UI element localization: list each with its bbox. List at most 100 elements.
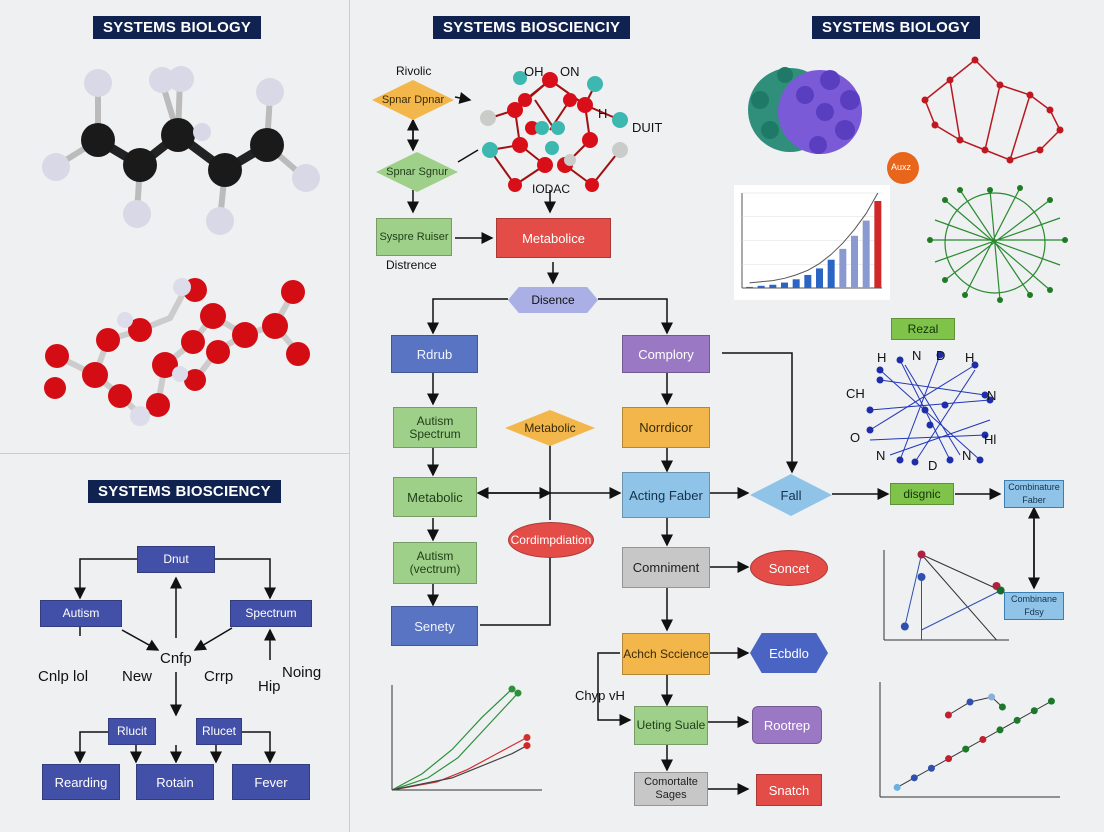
vertical-divider	[349, 0, 350, 832]
tree-leaf-rearding[interactable]: Rearding	[42, 764, 120, 800]
series-line	[391, 745, 528, 791]
tree-node-spectrum[interactable]: Spectrum	[230, 600, 312, 627]
label-rivolic: Rivolic	[396, 64, 432, 78]
page-title-bottom-left: SYSTEMS BIOSCIENCY	[88, 480, 281, 503]
bar	[839, 248, 847, 288]
tree-label-cnfp: Cnfp	[160, 650, 192, 667]
mol-label-n3: N	[876, 448, 886, 463]
tree-label-new: New	[122, 668, 153, 685]
trend-point	[979, 736, 987, 743]
molecule-carbon-chain-icon	[42, 66, 320, 235]
box-rezal[interactable]: Rezal	[891, 318, 955, 340]
trend-line	[749, 192, 879, 284]
box-autism-vectrum[interactable]: Autism (vectrum)	[393, 542, 477, 584]
mol-label-n1: N	[912, 348, 922, 363]
mol-label-h1: H	[877, 350, 887, 365]
box-combinane-fdsy[interactable]: Combinane Fdsy	[1004, 592, 1064, 620]
ellipse-soncet[interactable]: Soncet	[750, 550, 828, 586]
box-complory[interactable]: Complory	[622, 335, 710, 373]
mol-label-n2: N	[987, 388, 997, 403]
box-combinature-faber[interactable]: Combinature Faber	[1004, 480, 1064, 508]
series-point	[523, 742, 531, 750]
box-acting-faber[interactable]: Acting Faber	[622, 472, 710, 518]
label-aux: Auxz	[891, 162, 912, 172]
series-point	[523, 734, 531, 741]
connector	[904, 554, 922, 627]
trend-point	[996, 726, 1004, 734]
blue-network-icon	[869, 354, 991, 463]
page-title-center: SYSTEMS BIOSCIENCIY	[433, 16, 631, 39]
bar	[816, 268, 823, 288]
protein-structure-icon	[748, 67, 862, 154]
bar	[757, 285, 765, 288]
horizontal-divider	[0, 453, 349, 454]
series-point	[514, 689, 522, 697]
mol-label-h2: H	[965, 350, 975, 365]
mol-label-n4: N	[962, 448, 972, 463]
bar	[746, 286, 753, 288]
scatter-point	[917, 573, 926, 581]
hexagon-disence[interactable]: Disence	[508, 287, 598, 313]
tree-root-node[interactable]: Dnut	[137, 546, 215, 573]
mol-label-ch: CH	[846, 386, 865, 401]
box-ueting-suale[interactable]: Ueting Suale	[634, 706, 708, 745]
tree-node-autism[interactable]: Autism	[40, 600, 122, 627]
scatter-chart	[883, 550, 1009, 641]
aux-marker-icon	[887, 152, 919, 184]
bar	[851, 235, 858, 288]
trend-point	[927, 764, 935, 772]
bar	[862, 220, 870, 288]
box-syspre-ruiser[interactable]: Syspre Ruiser	[376, 218, 452, 256]
box-metabolic[interactable]: Metabolic	[393, 477, 477, 517]
box-achch-sccience[interactable]: Achch Sccience	[622, 633, 710, 675]
label-distrence: Distrence	[386, 258, 437, 272]
bar	[781, 282, 788, 288]
box-autism-spectrum[interactable]: Autism Spectrum	[393, 407, 477, 448]
mol-label-d1: D	[936, 348, 946, 363]
tree-leaf-fever[interactable]: Fever	[232, 764, 310, 800]
green-network-icon	[930, 187, 1065, 301]
bar-chart	[734, 185, 890, 300]
chain-structure-icon	[924, 58, 1061, 161]
tree-label-noing: Noing	[282, 664, 322, 681]
lens-ecbdlo[interactable]: Ecbdlo	[750, 633, 828, 673]
ellipse-cordimpdiation[interactable]: Cordimpdiation	[508, 522, 594, 558]
label-iodac: IODAC	[532, 182, 571, 196]
box-comortalte-sages[interactable]: Comortalte Sages	[634, 772, 708, 806]
box-norrdicor[interactable]: Norrdicor	[622, 407, 710, 448]
trend-line	[896, 700, 1052, 788]
box-snatch[interactable]: Snatch	[756, 774, 822, 806]
label-chyp-vh: Chyp vH	[575, 688, 625, 703]
curve-point	[944, 711, 952, 719]
trend-point	[962, 745, 970, 753]
bar	[769, 284, 777, 288]
tree-label-hip: Hip	[258, 678, 281, 695]
tree-label-crrp: Crrp	[204, 668, 234, 685]
tree-node-rlucet[interactable]: Rlucet	[196, 718, 242, 745]
connector	[921, 554, 997, 641]
trend-point	[1030, 707, 1038, 715]
box-senety[interactable]: Senety	[391, 606, 478, 646]
box-comniment[interactable]: Comniment	[622, 547, 710, 588]
box-rdrub[interactable]: Rdrub	[391, 335, 478, 373]
page-title-top-left: SYSTEMS BIOLOGY	[93, 16, 262, 39]
label-h: H	[598, 106, 608, 121]
curve-point	[988, 693, 996, 701]
box-metabolice[interactable]: Metabolice	[496, 218, 611, 258]
tree-node-rlucit[interactable]: Rlucit	[108, 718, 156, 745]
mol-label-o: O	[850, 430, 861, 445]
scatter-point	[900, 622, 909, 631]
box-disgnic[interactable]: disgnic	[890, 483, 954, 505]
trend-point	[1013, 716, 1021, 724]
connector	[921, 590, 1001, 631]
tree-leaf-rotain[interactable]: Rotain	[136, 764, 214, 800]
trend-point	[893, 783, 901, 791]
curve-line	[948, 696, 1003, 716]
tree-label-cnlp: Cnlp lol	[38, 668, 89, 685]
scatter-point	[996, 586, 1005, 595]
series-line	[391, 692, 519, 791]
bar	[874, 201, 882, 288]
label-duit: DUIT	[632, 120, 663, 135]
box-rootrep[interactable]: Rootrep	[752, 706, 822, 744]
line-chart	[391, 685, 542, 791]
